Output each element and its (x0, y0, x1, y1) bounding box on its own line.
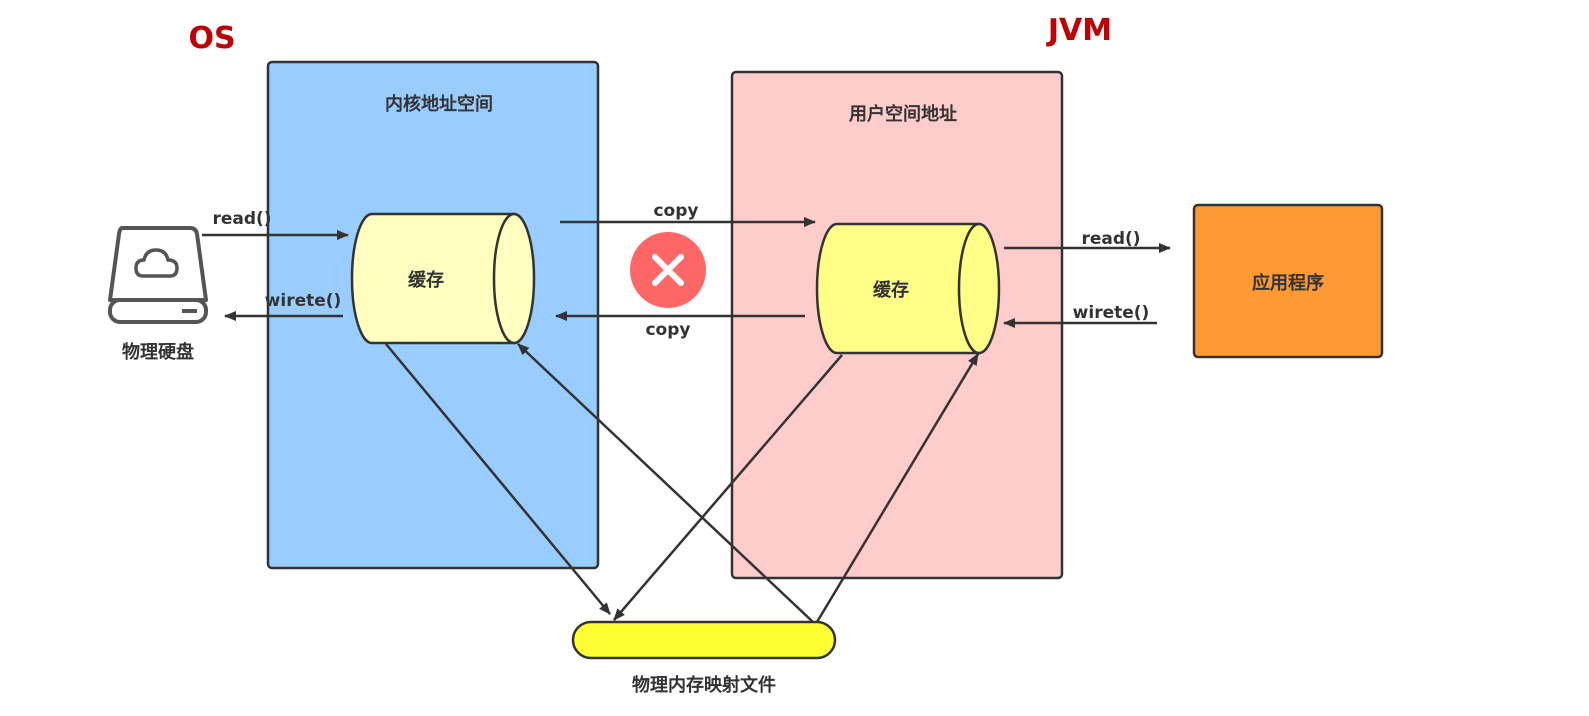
application-label: 应用程序 (1252, 272, 1324, 294)
copy-to-kernel-label: copy (645, 320, 690, 340)
jvm-title: JVM (1046, 13, 1112, 48)
application-box (1192, 203, 1384, 359)
user-cache-cylinder (815, 222, 1001, 355)
kernel-cache-label: 缓存 (408, 269, 444, 291)
os-title: OS (188, 21, 235, 56)
mmap-to-kernel-arrow (517, 343, 814, 623)
copy-to-user-label: copy (653, 201, 698, 221)
user-to-mmap-arrow (613, 354, 843, 621)
user-cache-label: 缓存 (873, 279, 909, 301)
kernel-cache-cylinder (350, 212, 536, 345)
kernel-space-label: 内核地址空间 (385, 93, 493, 115)
app-write-label: wirete() (1073, 303, 1150, 323)
app-read-label: read() (1081, 229, 1140, 249)
mmap-file-label: 物理内存映射文件 (632, 674, 776, 696)
mmap-file-bar (571, 620, 837, 660)
close-icon (630, 232, 706, 308)
user-space-label: 用户空间地址 (849, 103, 957, 125)
disk-label: 物理硬盘 (122, 341, 194, 363)
disk-read-label: read() (212, 209, 271, 229)
cloud-drive-icon (108, 226, 208, 324)
kernel-to-mmap-arrow (385, 343, 611, 615)
disk-write-label: wirete() (265, 291, 342, 311)
mmap-to-user-arrow (815, 353, 980, 623)
